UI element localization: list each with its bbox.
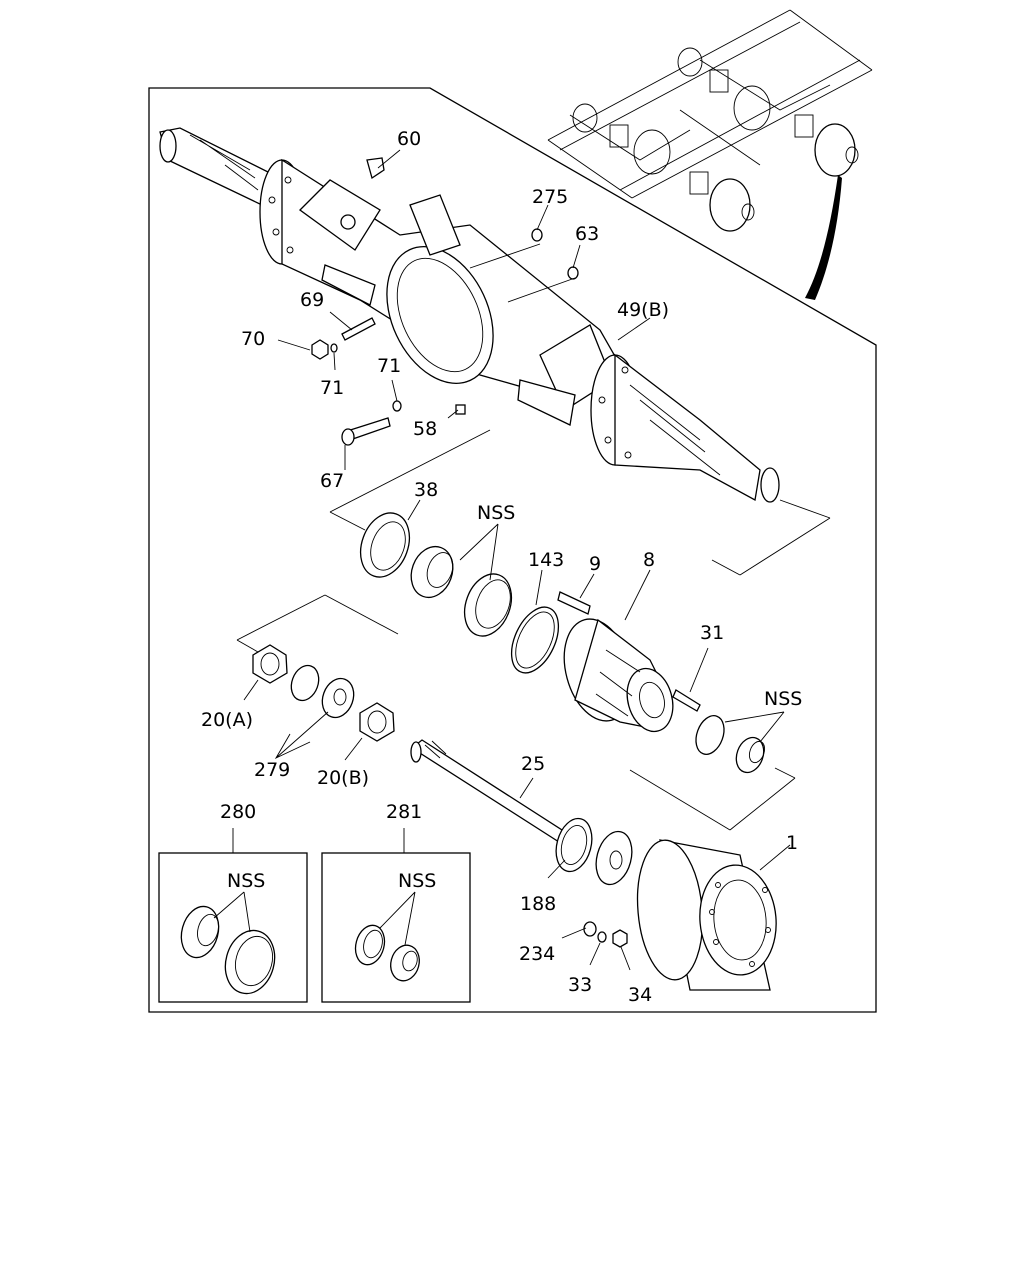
axle-housing xyxy=(159,127,780,503)
label-1: 1 xyxy=(786,832,798,854)
label-25: 25 xyxy=(521,753,545,775)
label-63: 63 xyxy=(575,223,599,245)
label-20a: 20(A) xyxy=(201,709,253,731)
label-nss-4: NSS xyxy=(398,870,436,892)
nut-group xyxy=(252,644,395,742)
inset-281-box xyxy=(321,852,471,1003)
label-9: 9 xyxy=(589,553,601,575)
label-281: 281 xyxy=(386,801,422,823)
label-8: 8 xyxy=(643,549,655,571)
label-69: 69 xyxy=(300,289,324,311)
label-33: 33 xyxy=(568,974,592,996)
label-60: 60 xyxy=(397,128,421,150)
label-20b: 20(B) xyxy=(317,767,369,789)
group-brackets xyxy=(236,429,831,831)
label-280: 280 xyxy=(220,801,256,823)
leader-lines-housing xyxy=(277,149,651,470)
chassis-thumbnail xyxy=(547,9,873,300)
leader-lines-hub xyxy=(213,499,791,971)
label-143: 143 xyxy=(528,549,564,571)
label-49b: 49(B) xyxy=(617,299,669,321)
label-70: 70 xyxy=(241,328,265,350)
label-31: 31 xyxy=(700,622,724,644)
housing-small-parts xyxy=(311,157,579,446)
label-71-lower: 71 xyxy=(320,377,344,399)
label-38: 38 xyxy=(414,479,438,501)
part-labels: 60 275 63 49(B) 69 70 71 71 58 67 38 NSS… xyxy=(201,128,802,1006)
label-67: 67 xyxy=(320,470,344,492)
label-nss-3: NSS xyxy=(227,870,265,892)
diagram-frame xyxy=(148,87,877,1013)
label-nss-2: NSS xyxy=(764,688,802,710)
axle-shaft-and-drum xyxy=(410,739,777,991)
label-275: 275 xyxy=(532,186,568,208)
label-58: 58 xyxy=(413,418,437,440)
label-71-upper: 71 xyxy=(377,355,401,377)
label-279: 279 xyxy=(254,759,290,781)
label-34: 34 xyxy=(628,984,652,1006)
label-234: 234 xyxy=(519,943,555,965)
label-nss-1: NSS xyxy=(477,502,515,524)
label-188: 188 xyxy=(520,893,556,915)
hub-parts xyxy=(359,512,766,774)
inset-boxes xyxy=(158,828,471,1003)
